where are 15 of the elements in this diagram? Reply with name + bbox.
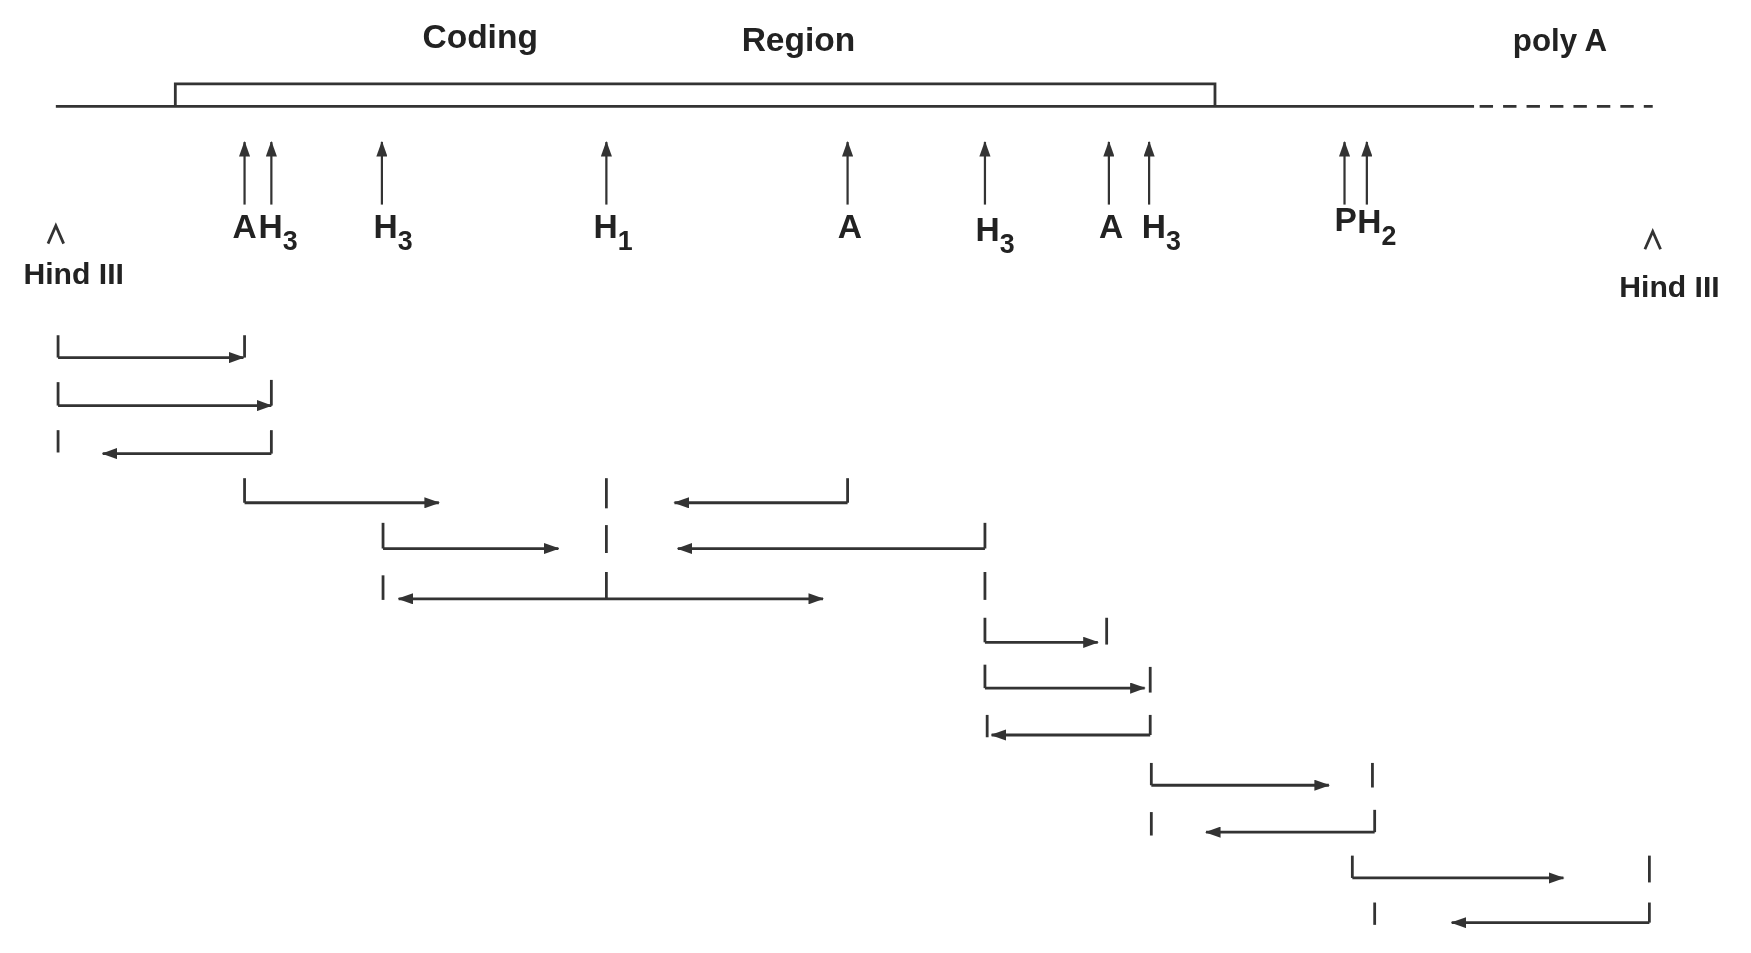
site-label: H$_{3}$ xyxy=(373,209,413,255)
region-label: Region xyxy=(741,23,856,57)
site-label: A xyxy=(232,209,257,244)
site-label: A xyxy=(837,209,862,244)
site-label: A xyxy=(1099,209,1124,244)
site-label: H$_{3}$ xyxy=(258,209,298,255)
site-label: H$_{2}$ xyxy=(1357,204,1397,250)
site-label: Hind III xyxy=(23,258,124,289)
site-label: H$_{3}$ xyxy=(975,212,1015,257)
site-label: Hind III xyxy=(1619,271,1720,303)
site-label: H$_{3}$ xyxy=(1141,209,1181,255)
region-label: poly A xyxy=(1512,25,1608,57)
site-label: P xyxy=(1334,203,1357,237)
site-label: H$_{1}$ xyxy=(593,209,633,255)
region-label: Coding xyxy=(422,20,538,54)
